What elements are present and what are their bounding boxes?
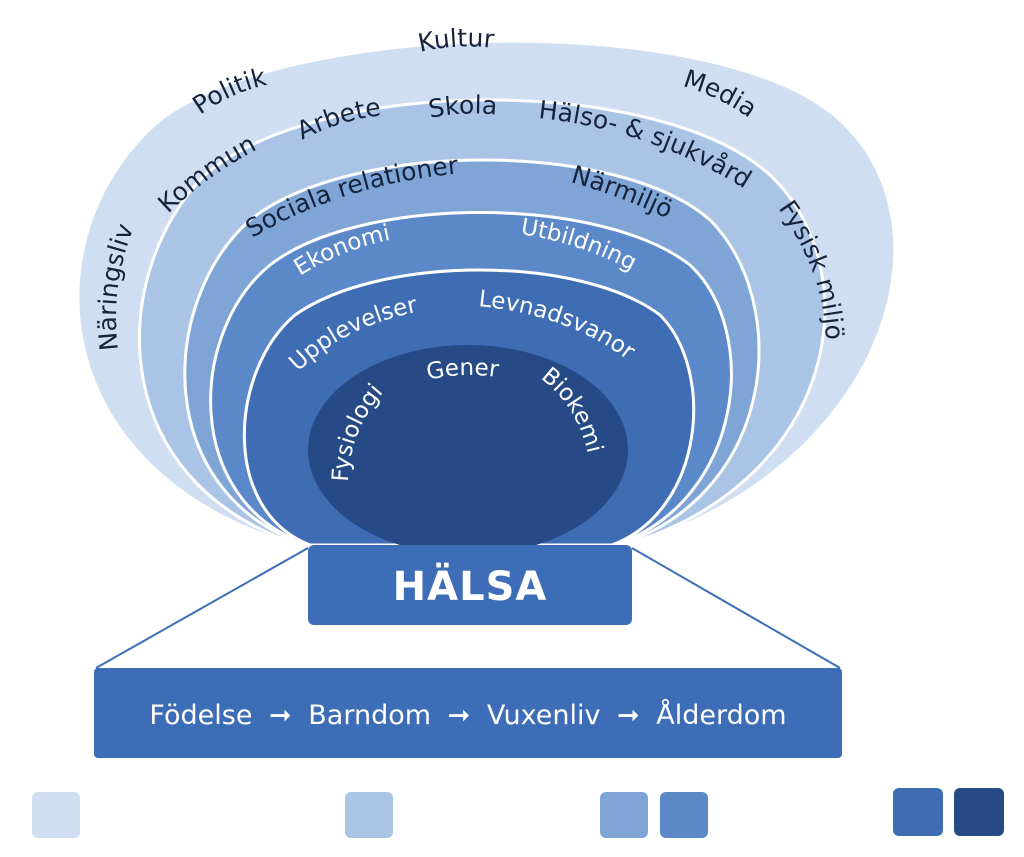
connector-left <box>95 547 309 669</box>
center-box: HÄLSA <box>308 545 632 625</box>
stage-alderdom: Ålderdom <box>656 699 786 731</box>
arrow-icon: ➞ <box>617 700 640 731</box>
stage-barndom: Barndom <box>308 700 431 731</box>
label-kultur: Kultur <box>415 23 496 57</box>
legend-swatch <box>893 788 943 836</box>
legend <box>32 788 1004 838</box>
connector-right <box>631 547 841 669</box>
legend-swatch <box>32 792 80 838</box>
legend-swatch <box>954 788 1004 836</box>
stage-fodelse: Födelse <box>149 700 252 731</box>
stage-vuxenliv: Vuxenliv <box>487 700 601 731</box>
lifecourse-bar: Födelse ➞ Barndom ➞ Vuxenliv ➞ Ålderdom <box>94 668 842 758</box>
label-skola: Skola <box>426 90 498 123</box>
lifecourse-bar-shape <box>94 668 842 758</box>
ring-core <box>308 345 628 555</box>
label-gener: Gener <box>424 355 501 386</box>
legend-swatch <box>660 792 708 838</box>
center-label: HÄLSA <box>393 562 548 610</box>
connector-lines <box>95 547 841 669</box>
lifecourse-text: Födelse ➞ Barndom ➞ Vuxenliv ➞ Ålderdom <box>149 699 786 731</box>
center-box-shape <box>308 545 632 625</box>
legend-swatch <box>600 792 648 838</box>
arrow-icon: ➞ <box>269 700 292 731</box>
ring-core-shape <box>308 345 628 555</box>
arrow-icon: ➞ <box>448 700 471 731</box>
legend-swatch <box>345 792 393 838</box>
